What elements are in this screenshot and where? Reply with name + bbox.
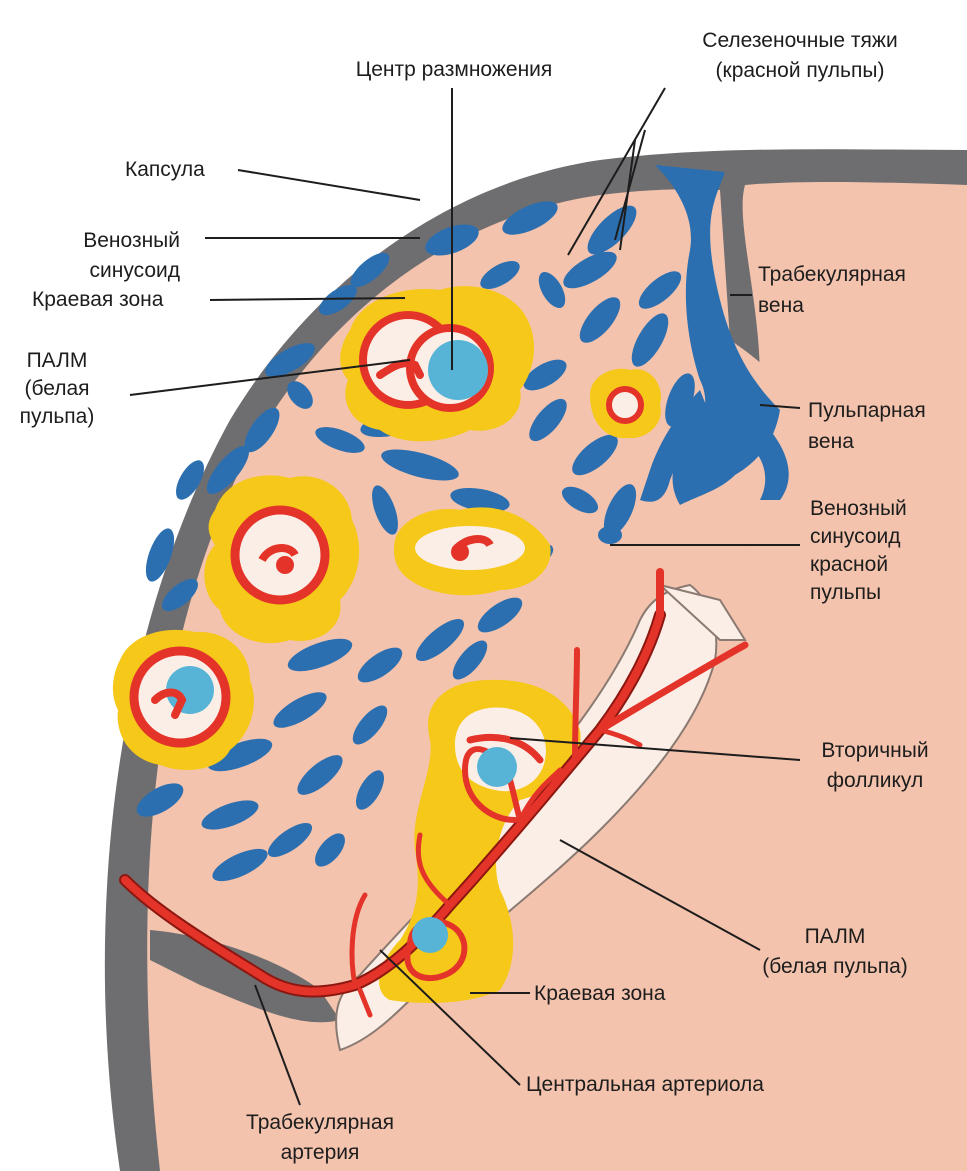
label-venous-sinusoid-red-pulp: Венозный синусоид красной пульпы [810,495,907,607]
label-splenic-cords: Селезеночные тяжи (красной пульпы) [670,26,930,86]
follicle-left-middle [204,475,359,643]
label-germinal-center: Центр размножения [322,58,586,82]
germinal-center-bottom [412,917,448,953]
label-trabecular-vein: Трабекулярная вена [758,259,906,321]
label-central-arteriole: Центральная артериола [526,1073,764,1097]
label-marginal-zone-bottom: Краевая зона [534,982,665,1006]
label-capsule: Капсула [125,158,205,182]
label-venous-sinusoid: Венозный синусоид [40,226,180,286]
label-palm-top: ПАЛМ (белая пульпа) [2,347,112,431]
germinal-center-secondary [477,747,517,787]
follicle-top [340,286,534,441]
label-secondary-follicle: Вторичный фолликул [790,736,960,796]
label-palm-bottom: ПАЛМ (белая пульпа) [730,922,940,982]
label-trabecular-artery: Трабекулярная артерия [205,1108,435,1168]
label-pulp-vein: Пульпарная вена [808,395,926,457]
label-marginal-zone-top: Краевая зона [32,288,163,312]
